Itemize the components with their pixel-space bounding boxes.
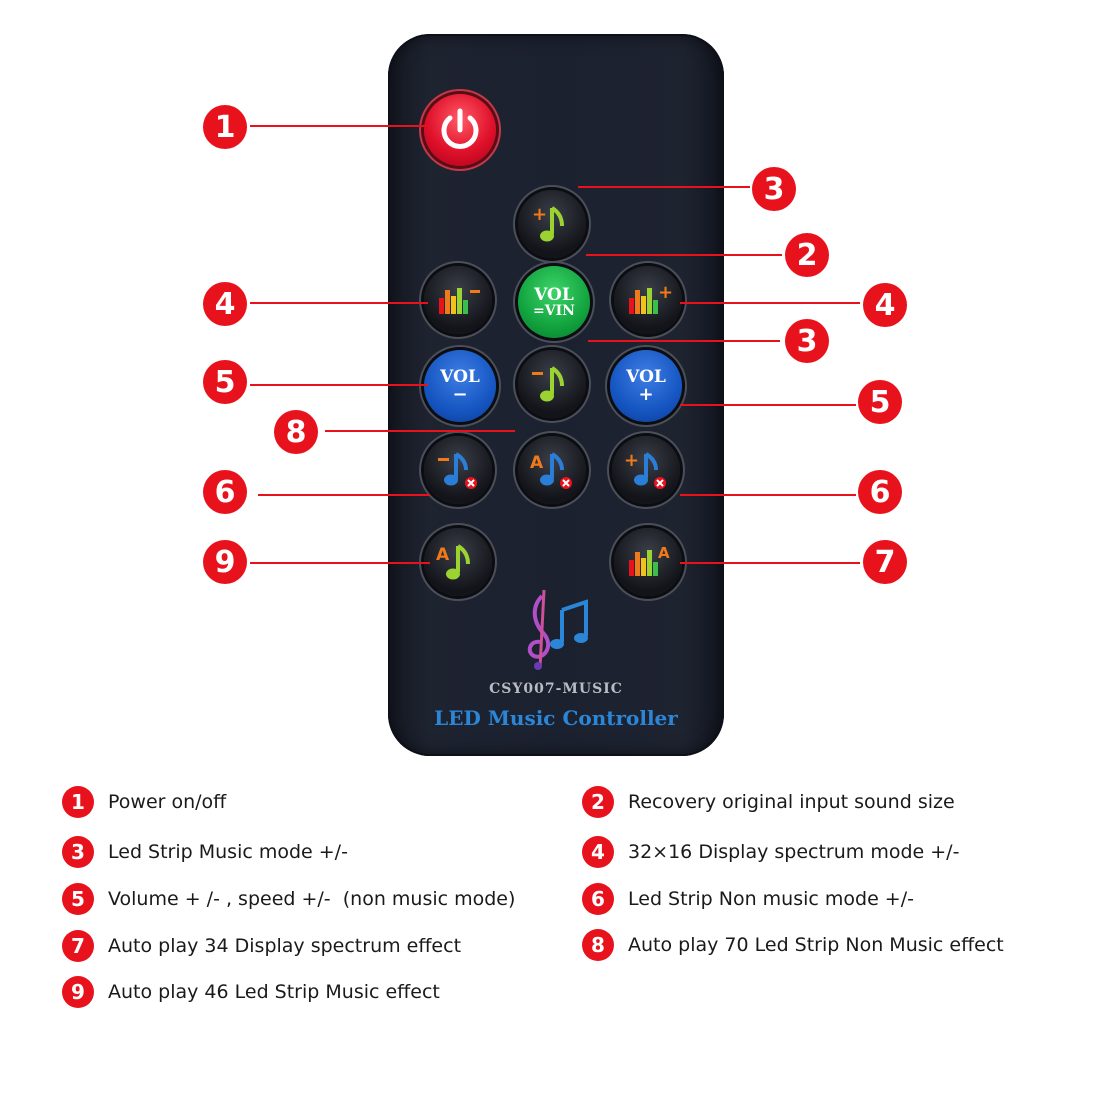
- callout-1: 1: [203, 105, 247, 149]
- callout-9: 9: [203, 540, 247, 584]
- svg-text:A: A: [658, 544, 670, 562]
- leader-line-4-left: [250, 302, 428, 304]
- spectrum-minus-button[interactable]: [424, 266, 492, 334]
- legend-num: 8: [582, 929, 614, 961]
- note-plus-icon: +: [532, 204, 564, 242]
- vol-plus-line2: +: [638, 383, 654, 405]
- legend-num: 6: [582, 883, 614, 915]
- svg-text:A: A: [530, 453, 544, 473]
- legend-text: Auto play 34 Display spectrum effect: [108, 935, 462, 957]
- vol-minus-line1: VOL: [440, 366, 480, 387]
- vol-vin-button[interactable]: VOL =VIN: [518, 266, 590, 338]
- callout-3-top: 3: [752, 167, 796, 211]
- legend-item-1: 1 Power on/off: [62, 786, 226, 818]
- leader-line-6-right: [680, 494, 856, 496]
- legend-item-3: 3 Led Strip Music mode +/-: [62, 836, 348, 868]
- vol-minus-label: VOL −: [440, 366, 480, 405]
- note-cancel-plus-icon: +: [624, 450, 666, 489]
- leader-line-9: [250, 562, 430, 564]
- power-icon: [441, 108, 479, 149]
- leader-line-5-right: [680, 404, 856, 406]
- note-auto-icon: A: [436, 544, 470, 580]
- legend-num: 9: [62, 976, 94, 1008]
- legend-text: Auto play 70 Led Strip Non Music effect: [628, 934, 1004, 956]
- note-minus-icon: [532, 366, 564, 402]
- legend-item-4: 4 32×16 Display spectrum mode +/-: [582, 836, 959, 868]
- svg-text:+: +: [532, 204, 547, 225]
- svg-text:A: A: [436, 545, 450, 565]
- leader-line-4-right: [680, 302, 860, 304]
- legend-text: 32×16 Display spectrum mode +/-: [628, 841, 960, 863]
- legend-text: Power on/off: [108, 791, 227, 813]
- note-cancel-minus-icon: [438, 452, 477, 489]
- callout-4-right: 4: [863, 283, 907, 327]
- callout-6-left: 6: [203, 470, 247, 514]
- svg-text:+: +: [658, 282, 673, 303]
- legend-item-6: 6 Led Strip Non music mode +/-: [582, 883, 914, 915]
- legend-text: Volume + /- , speed +/- (non music mode): [108, 888, 516, 910]
- legend-item-5: 5 Volume + /- , speed +/- (non music mod…: [62, 883, 515, 915]
- non-music-minus-button[interactable]: [424, 436, 492, 504]
- vol-vin-label: VOL =VIN: [533, 284, 575, 319]
- vol-plus-label: VOL +: [626, 366, 666, 405]
- vol-vin-line2: =VIN: [533, 302, 575, 319]
- callout-4-left: 4: [203, 282, 247, 326]
- legend-item-2: 2 Recovery original input sound size: [582, 786, 955, 818]
- legend-num: 4: [582, 836, 614, 868]
- svg-text:+: +: [624, 450, 639, 471]
- legend-item-7: 7 Auto play 34 Display spectrum effect: [62, 930, 461, 962]
- legend-text: Led Strip Music mode +/-: [108, 841, 348, 863]
- vol-plus-button[interactable]: VOL +: [610, 350, 682, 422]
- legend-item-9: 9 Auto play 46 Led Strip Music effect: [62, 976, 440, 1008]
- callout-5-left: 5: [203, 360, 247, 404]
- vol-vin-line1: VOL: [534, 284, 574, 305]
- legend-num: 2: [582, 786, 614, 818]
- leader-line-3-top: [578, 186, 750, 188]
- legend-text: Recovery original input sound size: [628, 791, 955, 813]
- callout-3-mid: 3: [785, 319, 829, 363]
- spectrum-auto-icon: A: [629, 544, 670, 576]
- spectrum-plus-icon: +: [629, 282, 673, 314]
- legend-num: 5: [62, 883, 94, 915]
- power-button[interactable]: [424, 94, 496, 166]
- legend-num: 1: [62, 786, 94, 818]
- leader-line-2: [586, 254, 782, 256]
- spectrum-minus-icon: [439, 288, 480, 314]
- music-mode-minus-button[interactable]: [518, 350, 586, 418]
- callout-8: 8: [274, 410, 318, 454]
- legend-num: 3: [62, 836, 94, 868]
- legend-num: 7: [62, 930, 94, 962]
- callout-6-right: 6: [858, 470, 902, 514]
- callout-2: 2: [785, 233, 829, 277]
- leader-line-7: [680, 562, 860, 564]
- vol-minus-button[interactable]: VOL −: [424, 350, 496, 422]
- auto-spectrum-button[interactable]: A: [614, 528, 682, 596]
- non-music-auto-button[interactable]: A: [518, 436, 586, 504]
- remote-control: + VOL =VIN +: [388, 34, 724, 756]
- leader-line-5-left: [250, 384, 428, 386]
- legend-text: Led Strip Non music mode +/-: [628, 888, 914, 910]
- non-music-plus-button[interactable]: +: [612, 436, 680, 504]
- music-mode-plus-button[interactable]: +: [518, 190, 586, 258]
- callout-5-right: 5: [858, 380, 902, 424]
- music-logo-icon: [527, 589, 588, 670]
- vol-plus-line1: VOL: [626, 366, 666, 387]
- vol-minus-line2: −: [452, 383, 468, 405]
- legend-item-8: 8 Auto play 70 Led Strip Non Music effec…: [582, 929, 1004, 961]
- leader-line-3-mid: [588, 340, 780, 342]
- legend-text: Auto play 46 Led Strip Music effect: [108, 981, 440, 1003]
- brand-label: LED Music Controller: [434, 706, 678, 730]
- note-cancel-auto-icon: A: [530, 452, 572, 489]
- model-label: CSY007-MUSIC: [489, 681, 623, 697]
- spectrum-plus-button[interactable]: +: [614, 266, 682, 334]
- leader-line-8: [325, 430, 515, 432]
- callout-7: 7: [863, 540, 907, 584]
- auto-music-button[interactable]: A: [424, 528, 492, 596]
- leader-line-1: [250, 125, 428, 127]
- leader-line-6-left: [258, 494, 430, 496]
